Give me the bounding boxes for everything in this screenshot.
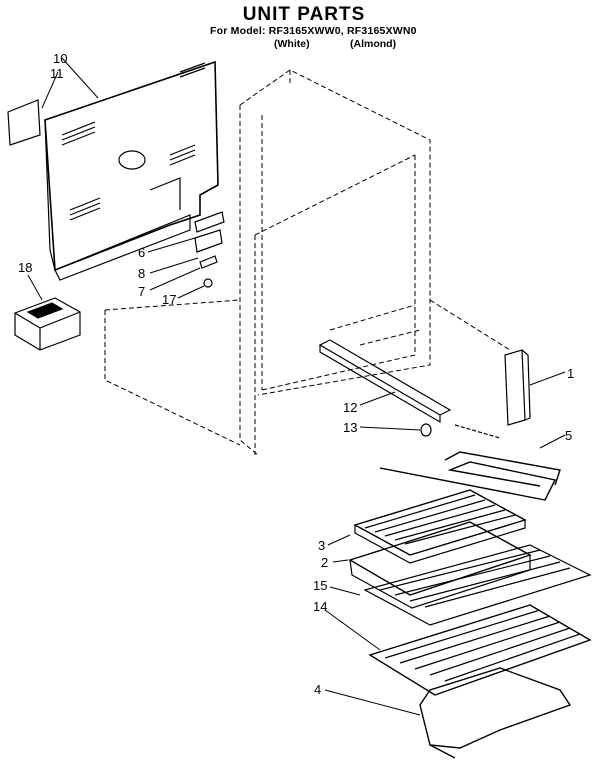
bracket-plate	[7, 99, 41, 146]
callout-15: 15	[313, 578, 327, 593]
model-line: For Model: RF3165XWW0, RF3165XWN0	[210, 25, 417, 37]
callout-1: 1	[567, 366, 574, 381]
callout-2: 2	[321, 555, 328, 570]
callout-3: 3	[318, 538, 325, 553]
broiler-grid	[353, 489, 527, 564]
callout-17: 17	[162, 292, 176, 307]
broil-element	[379, 451, 561, 501]
callout-12: 12	[343, 400, 357, 415]
callout-6: 6	[138, 245, 145, 260]
page-title: UNIT PARTS	[242, 4, 366, 25]
callout-11: 11	[50, 66, 64, 81]
oven-rack-top	[363, 544, 592, 626]
callout-7: 7	[138, 284, 145, 299]
bake-element	[419, 667, 572, 759]
callout-5: 5	[565, 428, 572, 443]
callout-18: 18	[18, 260, 32, 275]
control-module	[14, 297, 81, 351]
terminal-parts	[194, 211, 225, 288]
element-bracket	[504, 349, 531, 426]
variant-almond: (Almond)	[350, 38, 397, 50]
clip	[420, 423, 432, 437]
callout-10: 10	[53, 51, 67, 66]
callout-numbers: 10 11 18 6 8 7 17 1 12 13 5 3 2 15 14 4	[18, 51, 574, 697]
callout-14: 14	[313, 599, 327, 614]
oven-rack-bottom	[368, 604, 592, 696]
callout-4: 4	[314, 682, 321, 697]
leader-lines	[27, 57, 566, 716]
oven-cabinet	[104, 69, 511, 456]
variant-white: (White)	[274, 38, 310, 50]
side-bracket	[318, 339, 452, 424]
callout-13: 13	[343, 420, 357, 435]
rear-panel	[44, 60, 219, 281]
callout-8: 8	[138, 266, 145, 281]
